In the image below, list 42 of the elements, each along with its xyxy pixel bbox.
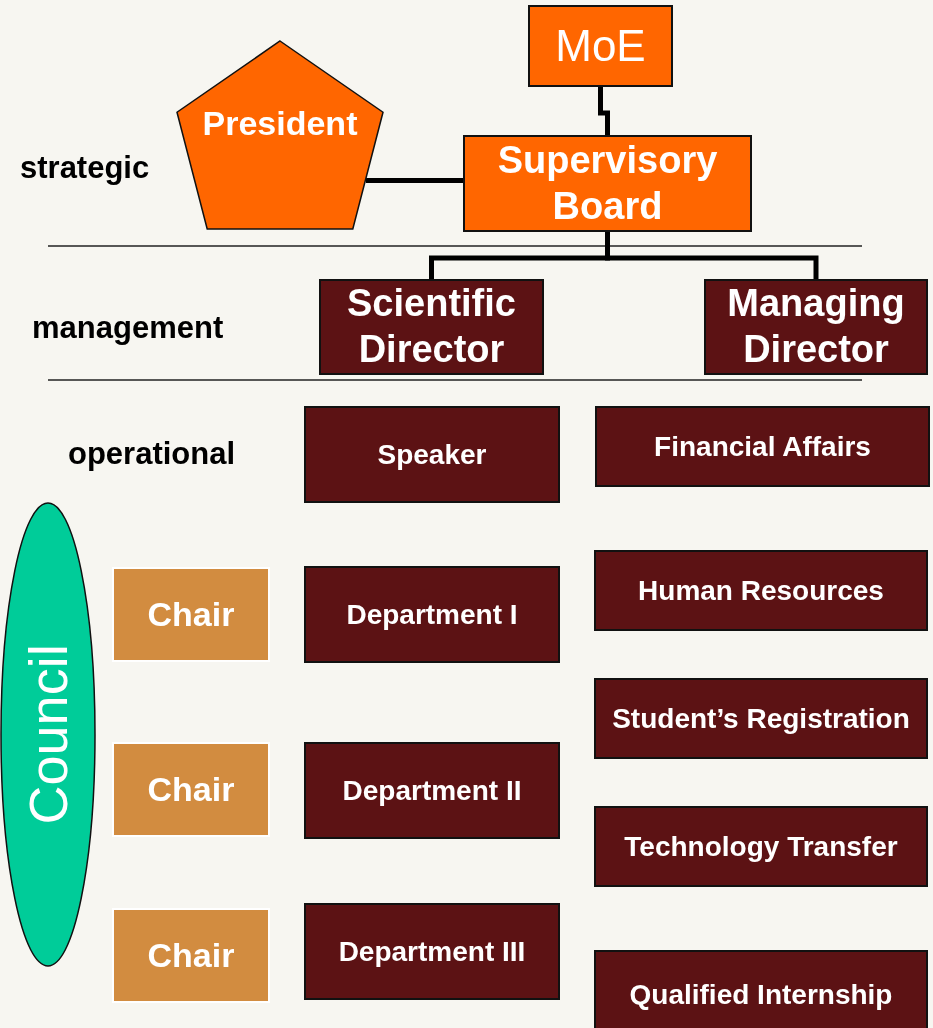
connector-line [598, 87, 610, 135]
role-box [463, 135, 752, 232]
node-label: Student’s Registration [611, 701, 911, 736]
unit-box [304, 406, 560, 503]
pentagon-node [176, 40, 384, 230]
node-label: Chair [146, 935, 236, 976]
unit-box [594, 806, 928, 887]
level-label: operational [68, 436, 236, 472]
node-label: Qualified Internship [628, 978, 894, 1012]
chair-box [112, 908, 270, 1003]
unit-box [304, 903, 560, 1000]
chair-box [112, 742, 270, 837]
council-label: Council [16, 643, 79, 827]
unit-box [594, 550, 928, 631]
node-label: Supervisory Board [496, 137, 719, 229]
unit-box [304, 742, 560, 839]
connector-line [365, 178, 463, 184]
node-label: Managing Director [726, 281, 906, 372]
node-label: Scientific Director [346, 281, 517, 372]
node-label: Department III [337, 934, 527, 969]
unit-box [594, 950, 928, 1028]
node-label: MoE [554, 19, 647, 72]
node-label: Chair [146, 769, 236, 810]
role-box [528, 5, 673, 87]
unit-box [704, 279, 928, 375]
level-label: management [32, 310, 224, 346]
council-ellipse [0, 502, 96, 967]
chair-box [112, 567, 270, 662]
node-label: President [201, 102, 359, 144]
unit-box [595, 406, 930, 487]
node-label: Technology Transfer [623, 829, 899, 864]
unit-box [304, 566, 560, 663]
node-label: Department II [341, 773, 523, 808]
unit-box [594, 678, 928, 759]
node-label: Department I [345, 597, 519, 632]
unit-box [319, 279, 544, 375]
level-label: strategic [20, 150, 150, 186]
node-label: Chair [146, 594, 236, 635]
connector-line [605, 232, 819, 279]
node-label: Speaker [376, 437, 488, 472]
node-label: Financial Affairs [653, 429, 872, 464]
node-label: Human Resources [637, 573, 885, 608]
